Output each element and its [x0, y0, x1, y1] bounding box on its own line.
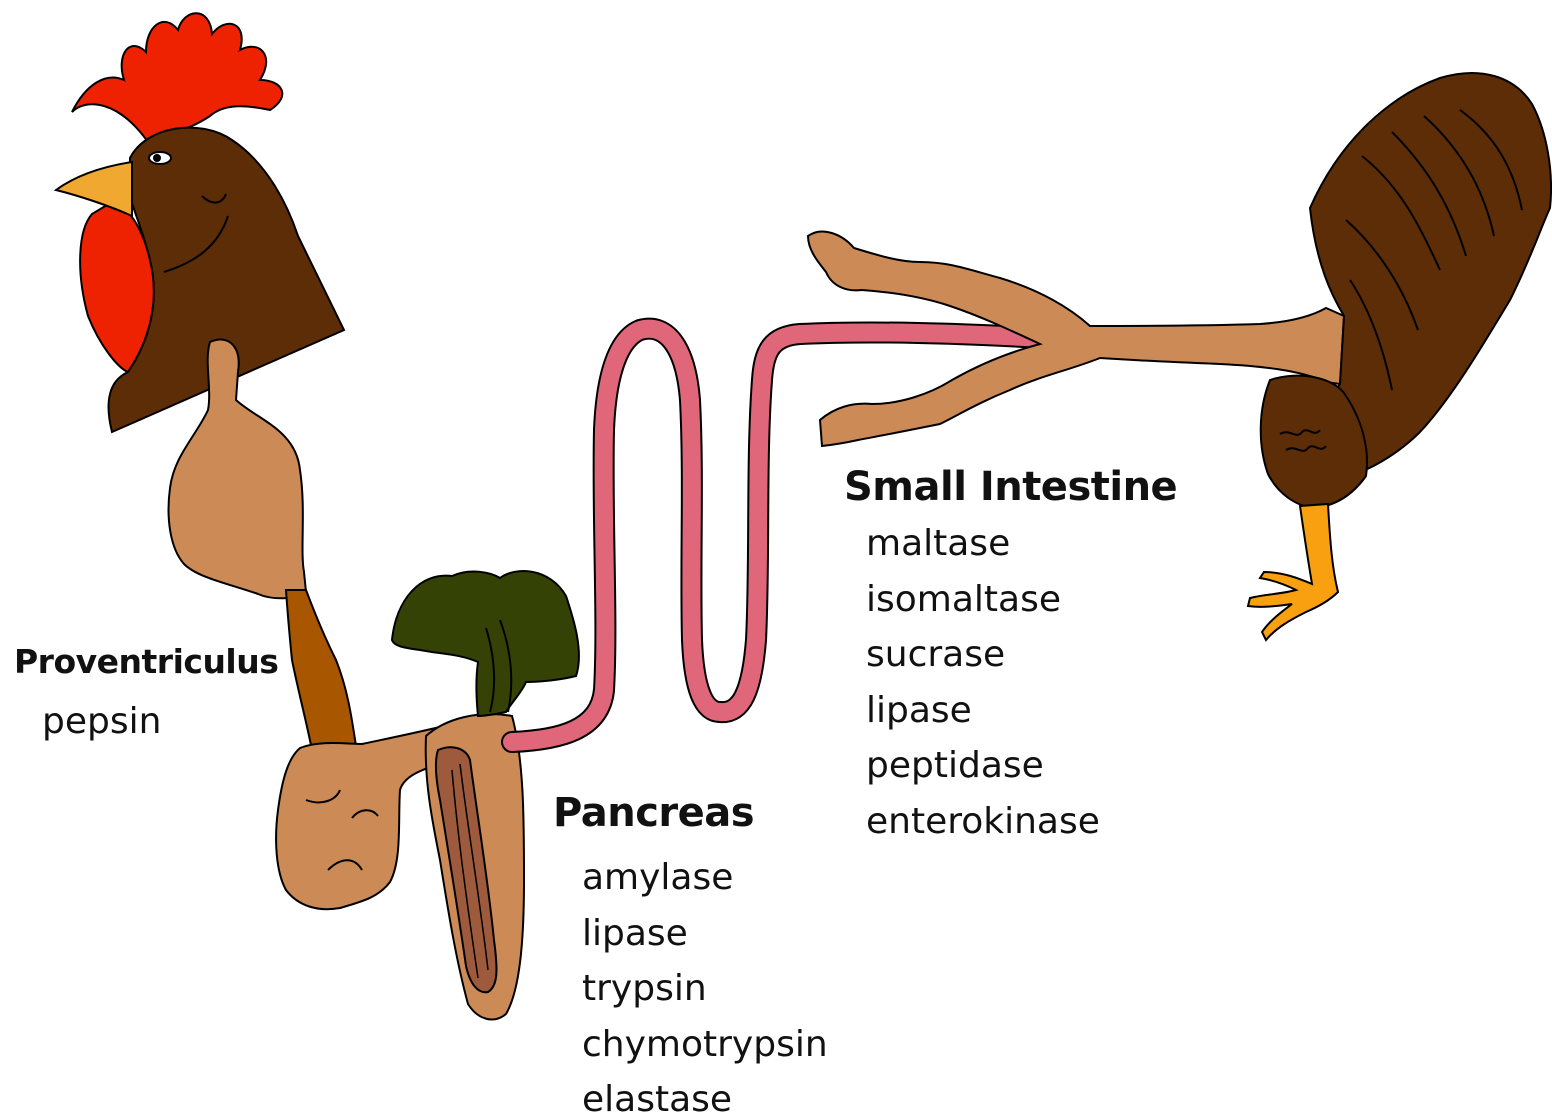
- enzyme-item: elastase: [582, 1072, 828, 1118]
- enzyme-item: peptidase: [866, 738, 1100, 794]
- proventriculus-enzyme-list: pepsin: [42, 694, 161, 750]
- enzyme-item: sucrase: [866, 627, 1100, 683]
- pancreas-title: Pancreas: [553, 790, 754, 836]
- enzyme-item: maltase: [866, 516, 1100, 572]
- enzyme-item: chymotrypsin: [582, 1017, 828, 1073]
- enzyme-item: trypsin: [582, 961, 828, 1017]
- small-intestine-enzyme-list: maltase isomaltase sucrase lipase peptid…: [866, 516, 1100, 849]
- foot: [1248, 504, 1338, 640]
- beak: [56, 162, 132, 216]
- comb: [72, 13, 282, 142]
- pancreas-enzyme-list: amylase lipase trypsin chymotrypsin elas…: [582, 850, 828, 1118]
- rooster-head-icon: [56, 13, 344, 432]
- enzyme-item: lipase: [866, 683, 1100, 739]
- enzyme-item: lipase: [582, 906, 828, 962]
- proventriculus-title: Proventriculus: [14, 642, 278, 681]
- small-intestine-title: Small Intestine: [844, 464, 1177, 510]
- enzyme-item: isomaltase: [866, 572, 1100, 628]
- proventriculus-organ: [286, 590, 356, 750]
- enzyme-item: pepsin: [42, 694, 161, 750]
- enzyme-item: amylase: [582, 850, 828, 906]
- enzyme-item: enterokinase: [866, 794, 1100, 850]
- liver: [392, 571, 579, 716]
